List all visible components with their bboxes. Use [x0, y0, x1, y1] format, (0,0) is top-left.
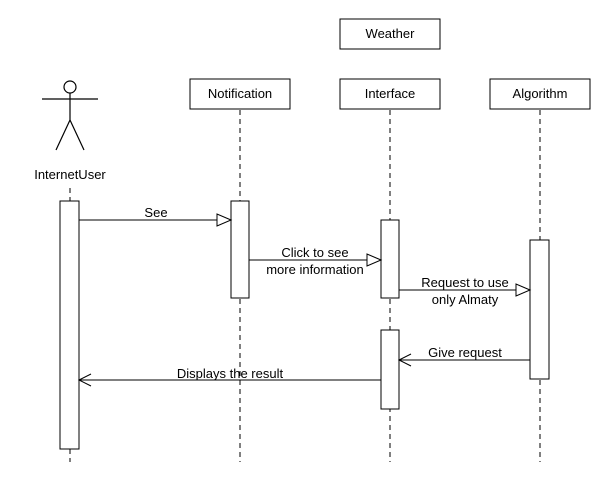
participant-label: Algorithm — [513, 86, 568, 101]
arrowhead-icon — [397, 353, 412, 367]
participant-label: Notification — [208, 86, 272, 101]
message-label-line-2: more information — [266, 262, 364, 277]
message-click-to-see: Click to see more information — [249, 245, 383, 277]
message-see: See — [79, 205, 233, 227]
participant-box — [489, 78, 591, 110]
participant-label: Interface — [365, 86, 416, 101]
message-label: Give request — [428, 345, 502, 360]
actor-right-leg-icon — [69, 119, 85, 151]
activation-notification — [230, 200, 250, 299]
diagram-title: Weather — [339, 18, 441, 50]
message-label: See — [144, 205, 167, 220]
actor-internetuser: InternetUser — [34, 80, 106, 182]
title-text: Weather — [366, 26, 416, 41]
participant-notification: Notification — [189, 78, 291, 110]
message-request: Request to use only Almaty — [399, 275, 532, 307]
actor-head-icon — [63, 80, 77, 94]
activation-internetuser — [59, 200, 80, 450]
participant-box — [189, 78, 291, 110]
actor-left-leg-icon — [55, 119, 71, 151]
message-label-line-1: Request to use — [421, 275, 508, 290]
participant-interface: Interface — [339, 78, 441, 110]
activation-interface-2 — [380, 329, 400, 410]
activation-algorithm — [529, 239, 550, 380]
actor-label: InternetUser — [34, 167, 106, 182]
message-displays-result: Displays the result — [77, 366, 381, 387]
arrowhead-icon — [515, 283, 532, 297]
participant-algorithm: Algorithm — [489, 78, 591, 110]
activation-interface-1 — [380, 219, 400, 299]
title-box — [339, 18, 441, 50]
message-label-line-1: Click to see — [281, 245, 348, 260]
arrowhead-icon — [216, 213, 233, 227]
message-give-request: Give request — [397, 345, 530, 367]
arrowhead-icon — [366, 253, 383, 267]
message-label: Displays the result — [177, 366, 284, 381]
message-label-line-2: only Almaty — [432, 292, 499, 307]
arrowhead-icon — [77, 373, 92, 387]
participant-box — [339, 78, 441, 110]
